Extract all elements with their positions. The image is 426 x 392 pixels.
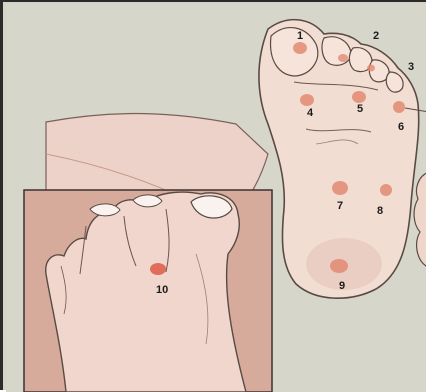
- point-9-marker: [330, 259, 348, 273]
- point-10-label: 10: [156, 285, 168, 296]
- point-4-label: 4: [307, 108, 313, 119]
- point-7-label: 7: [337, 201, 343, 212]
- point-8-marker: [380, 184, 392, 196]
- point-3-marker: [367, 65, 375, 72]
- point-1-marker: [293, 42, 307, 54]
- point-6-label: 6: [398, 122, 404, 133]
- point-4-marker: [300, 94, 314, 106]
- point-1-label: 1: [297, 31, 303, 42]
- point-2-label: 2: [373, 31, 379, 42]
- point-5-label: 5: [357, 104, 363, 115]
- point-7-marker: [332, 181, 348, 195]
- point-3-label: 3: [408, 62, 414, 73]
- point-2-marker: [338, 54, 348, 62]
- point-8-label: 8: [377, 206, 383, 217]
- foot-illustration: 1 2 3 4 5 6 7 8 9 10: [6, 4, 426, 392]
- point-10-marker: [150, 263, 166, 275]
- point-5-marker: [352, 91, 366, 103]
- point-6-marker: [393, 101, 405, 113]
- point-9-label: 9: [339, 281, 345, 292]
